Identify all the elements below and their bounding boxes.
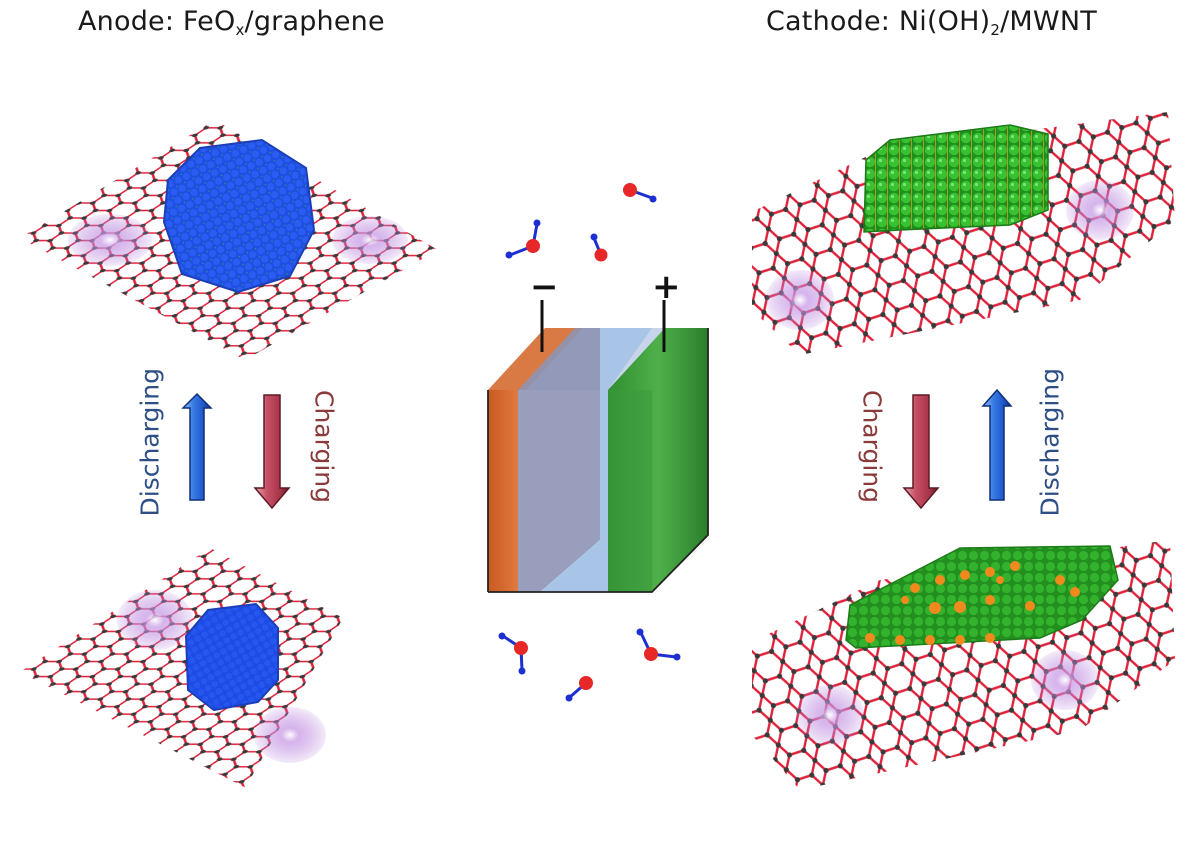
- negative-terminal-sign: −: [530, 267, 559, 307]
- right-charging-label: Charging: [857, 390, 887, 503]
- left-discharge-arrow-icon: [181, 392, 213, 501]
- positive-terminal-sign: +: [652, 267, 681, 307]
- left-charging-label: Charging: [309, 390, 339, 503]
- hydroxide-icon: [590, 233, 608, 262]
- orbital-icon: [332, 216, 408, 264]
- anode-bottom-graphene: [20, 548, 396, 790]
- left-charge-arrow-icon: [253, 394, 291, 510]
- niooh-plate: [845, 545, 1119, 649]
- orbital-icon: [117, 590, 193, 650]
- water-icon: [498, 632, 528, 675]
- right-discharge-arrow-icon: [981, 388, 1013, 501]
- orbital-icon: [68, 214, 152, 266]
- hydroxide-icon: [623, 183, 657, 203]
- separator-layer: [518, 328, 600, 592]
- orbital-icon: [1066, 180, 1134, 240]
- cathode-title: Cathode: Ni(OH)2/MWNT: [766, 6, 1097, 39]
- orbital-icon: [796, 685, 864, 745]
- cathode-top-nanotube: [752, 112, 1175, 355]
- right-charge-arrow-icon: [902, 394, 940, 510]
- orbital-icon: [254, 707, 326, 763]
- orbital-icon: [766, 270, 834, 330]
- nioh2-plate: [863, 124, 1049, 233]
- electrolyte-ions: [498, 183, 681, 702]
- anode-layer: [488, 390, 518, 592]
- left-discharging-label: Discharging: [135, 368, 165, 517]
- battery-cell: [487, 300, 709, 593]
- water-icon: [505, 219, 541, 259]
- orbital-icon: [1031, 650, 1099, 710]
- hydroxide-icon: [565, 676, 593, 702]
- water-icon: [636, 628, 681, 661]
- orange-sites: [865, 561, 1080, 645]
- cathode-bottom-nanotube: [752, 540, 1175, 790]
- anode-title: Anode: FeOx/graphene: [78, 6, 385, 39]
- feox-nanoparticle-small: [184, 602, 279, 712]
- feox-nanoparticle-large: [162, 138, 316, 294]
- right-discharging-label: Discharging: [1035, 368, 1065, 517]
